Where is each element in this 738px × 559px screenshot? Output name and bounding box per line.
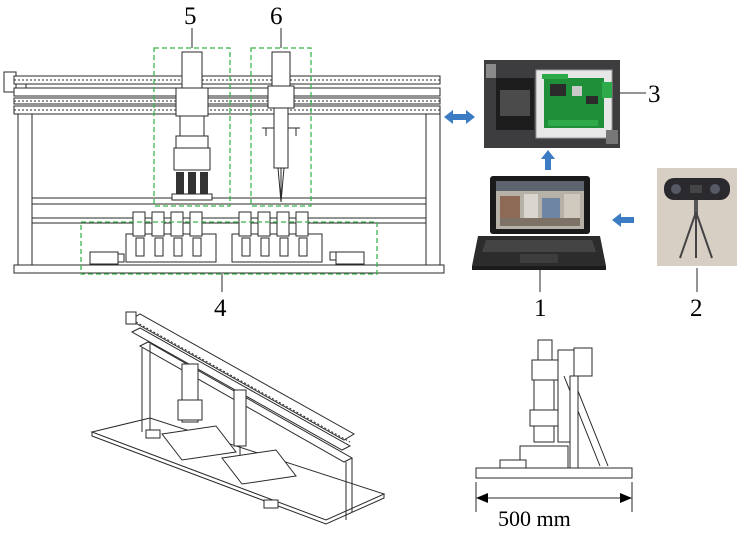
label-gripper-module: 5 bbox=[184, 3, 197, 30]
label-controller: 3 bbox=[648, 81, 661, 108]
left-arrow bbox=[612, 213, 634, 227]
bidirectional-arrow bbox=[444, 110, 475, 124]
label-computer: 1 bbox=[534, 295, 547, 322]
dimension-label: 500 mm bbox=[498, 506, 571, 531]
label-pump-assembly: 4 bbox=[214, 295, 227, 322]
controller-board-photo bbox=[484, 60, 620, 148]
laptop-computer-image bbox=[472, 176, 606, 270]
side-view-drawing bbox=[475, 339, 633, 479]
isometric-view-drawing bbox=[90, 311, 386, 525]
depth-camera-image bbox=[657, 168, 737, 266]
pipette-module-highlight bbox=[250, 47, 312, 207]
pump-assembly-highlight bbox=[80, 221, 378, 275]
label-pipette-module: 6 bbox=[270, 3, 283, 30]
dimension-annotation bbox=[475, 482, 633, 512]
label-camera: 2 bbox=[690, 295, 703, 322]
front-view-drawing bbox=[3, 51, 445, 274]
up-arrow bbox=[541, 150, 555, 170]
gripper-module-highlight bbox=[153, 47, 231, 207]
